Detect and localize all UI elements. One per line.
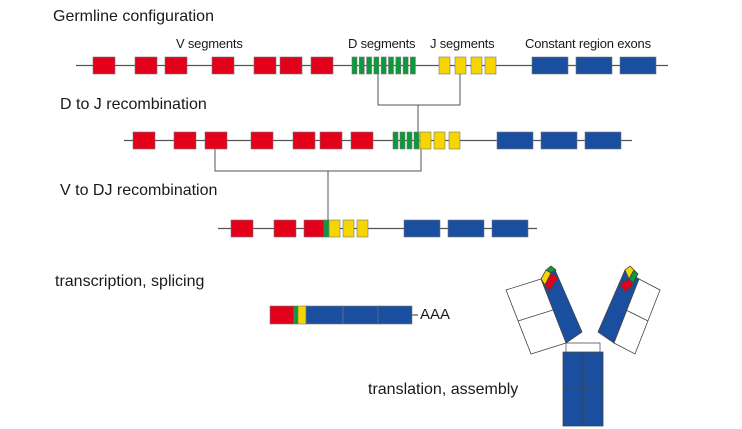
constant-exon-1 (531, 56, 569, 75)
mrna-constant-1 (305, 305, 344, 325)
left-tip-d-region (545, 265, 557, 274)
dj-v-segment-6 (319, 131, 343, 150)
dj-v-segment-2 (173, 131, 197, 150)
dj-j-segment-3 (448, 131, 461, 150)
dj-j-segment-2 (433, 131, 446, 150)
d-segment-5 (380, 56, 387, 75)
right-tip-v-region (619, 278, 634, 293)
v-segment-1 (92, 56, 116, 75)
label-j-segments: J segments (430, 36, 495, 51)
right-tip-d-region (628, 269, 639, 284)
dj-d-segment-2 (399, 131, 406, 150)
left-arm-light-chain (505, 278, 567, 355)
mrna-constant-3 (377, 305, 413, 325)
constant-exon-3 (619, 56, 657, 75)
vdj-j-segment-2 (342, 219, 355, 238)
mrna-v-region (269, 305, 295, 325)
d-segment-9 (410, 56, 416, 75)
d-segment-6 (388, 56, 394, 75)
mrna-constant-2 (342, 305, 381, 325)
mrna-d-region (293, 305, 299, 325)
mrna-j-region (297, 305, 307, 325)
stage-title-d-to-j: D to J recombination (60, 96, 207, 113)
j-segment-1 (438, 56, 451, 75)
v-segment-5 (253, 56, 277, 75)
left-light-domain-divider (517, 309, 554, 322)
dj-join-bracket (377, 74, 461, 106)
d-segment-8 (402, 56, 409, 75)
d-segment-7 (395, 56, 402, 75)
j-segment-2 (454, 56, 467, 75)
label-v-segments: V segments (176, 36, 243, 51)
dj-constant-exon-3 (584, 131, 622, 150)
dj-constant-exon-2 (540, 131, 578, 150)
v-segment-2 (134, 56, 158, 75)
dj-d-segment-1 (392, 131, 399, 150)
label-d-segments: D segments (348, 36, 416, 51)
stage-title-transcription: transcription, splicing (55, 273, 205, 290)
dj-v-segment-5 (292, 131, 316, 150)
stage-title-translation: translation, assembly (368, 381, 519, 398)
d-segment-4 (373, 56, 380, 75)
vdj-d-segment (323, 219, 330, 238)
vdj-constant-exon-1 (403, 219, 441, 238)
vdj-v-segment-2 (273, 219, 297, 238)
right-light-domain-divider (625, 309, 649, 322)
left-tip-v-region (544, 272, 559, 292)
vdj-j-segment-1 (328, 219, 341, 238)
d-segment-2 (358, 56, 365, 75)
dj-v-segment-1 (132, 131, 156, 150)
vdj-j-segment-3 (356, 219, 369, 238)
j-segment-3 (470, 56, 483, 75)
v-segment-6 (279, 56, 303, 75)
vdj-constant-exon-2 (447, 219, 485, 238)
hinge-region (565, 342, 601, 353)
stage-title-v-to-dj: V to DJ recombination (60, 182, 218, 199)
dj-v-segment-7 (350, 131, 374, 150)
dj-d-segment-4 (413, 131, 420, 150)
d-segment-3 (366, 56, 372, 75)
stage-title-germline: Germline configuration (53, 8, 214, 25)
vdj-v-segment-1 (230, 219, 254, 238)
v-segment-3 (164, 56, 188, 75)
vdj-v-segment-3 (303, 219, 327, 238)
dj-v-segment-4 (250, 131, 274, 150)
poly-a-tail: AAA (420, 306, 451, 323)
d-segment-1 (351, 56, 358, 75)
dj-d-segment-3 (406, 131, 413, 150)
dj-v-segment-3 (204, 131, 228, 150)
constant-exon-2 (575, 56, 613, 75)
v-segment-7 (310, 56, 334, 75)
vdj-join-bracket (214, 149, 422, 172)
right-arm-light-chain (613, 278, 661, 355)
label-constant-exons: Constant region exons (525, 36, 651, 51)
vdj-constant-exon-3 (491, 219, 529, 238)
dj-constant-exon-1 (496, 131, 534, 150)
v-segment-4 (211, 56, 235, 75)
j-segment-4 (484, 56, 497, 75)
dj-j-segment-1 (419, 131, 432, 150)
